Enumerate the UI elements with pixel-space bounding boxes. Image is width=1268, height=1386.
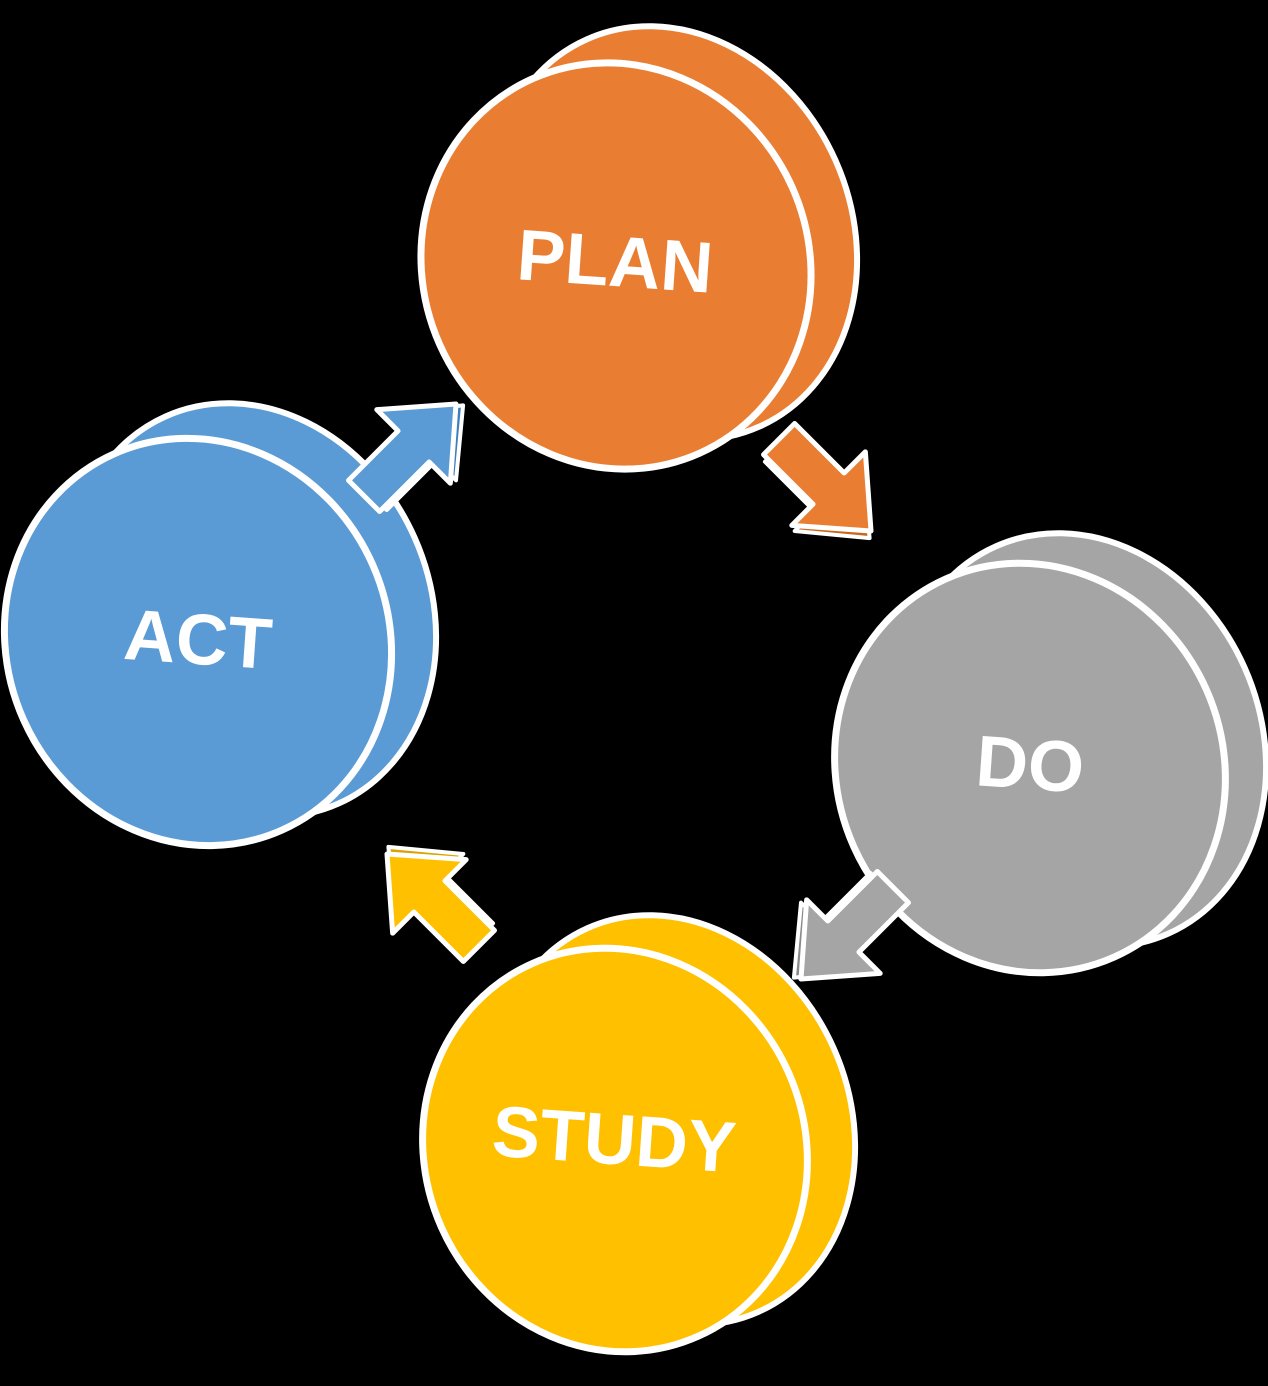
do-disc-face (831, 559, 1229, 977)
arrow-act-to-plan-face (346, 401, 459, 514)
arrow-study-to-act (384, 844, 497, 964)
act-disc-face (0, 434, 396, 850)
do-label: DO (973, 721, 1086, 808)
plan-disc: PLAN (417, 23, 861, 473)
arrow-do-to-study (791, 869, 911, 982)
study-disc: STUDY (419, 912, 859, 1356)
act-label: ACT (121, 595, 274, 685)
do-disc: DO (831, 530, 1268, 977)
plan-disc-face (417, 59, 815, 473)
study-label: STUDY (489, 1092, 738, 1189)
arrow-do-to-study-face (798, 869, 911, 982)
arrow-study-to-act-face (384, 851, 497, 964)
act-disc: ACT (0, 400, 440, 850)
arrow-plan-to-do (761, 421, 874, 541)
study-disc-face (419, 944, 811, 1356)
arrow-act-to-plan (346, 401, 466, 514)
plan-label: PLAN (514, 215, 715, 308)
arrow-plan-to-do-face (761, 421, 874, 534)
